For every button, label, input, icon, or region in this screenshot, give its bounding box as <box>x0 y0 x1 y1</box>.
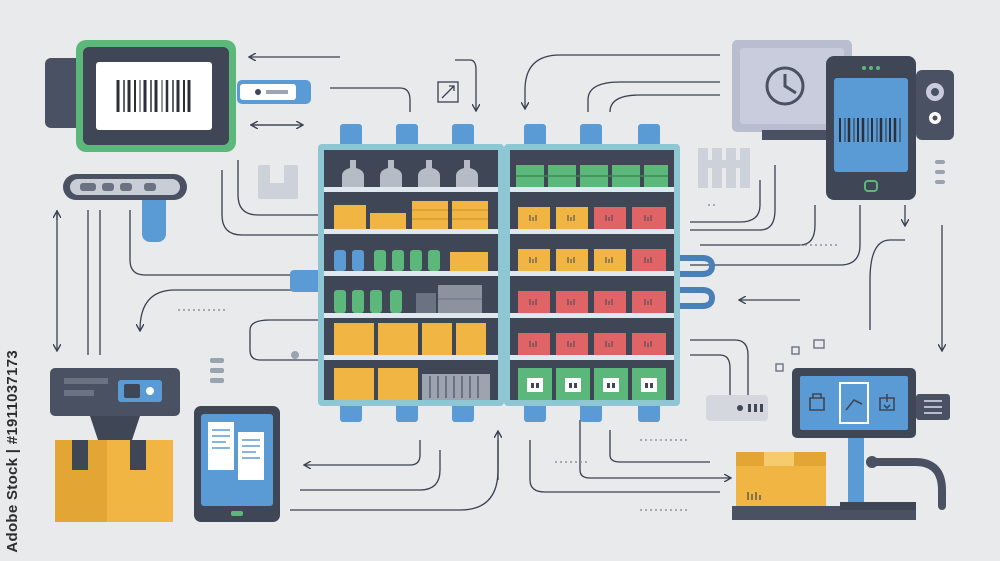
watermark-text: Adobe Stock | #1911037173 <box>4 350 21 553</box>
pos-terminal-icon <box>792 368 950 438</box>
safe-icon <box>732 40 852 140</box>
tick-decorations <box>178 204 837 511</box>
label-printer-icon <box>775 339 825 372</box>
handheld-scanner-icon <box>63 174 187 242</box>
connector-lines <box>57 55 942 511</box>
rfid-wand-icon <box>237 80 311 104</box>
shipping-box-icon <box>55 440 173 522</box>
package-icon <box>258 165 298 199</box>
small-dots <box>210 160 945 383</box>
tablet-document-icon <box>194 406 280 522</box>
storage-shelf-icon <box>290 124 716 422</box>
printer-scanner-icon <box>50 368 180 440</box>
scale-icon <box>732 438 946 520</box>
resize-icon <box>437 81 459 103</box>
tablet-barcode-icon <box>826 56 954 200</box>
barcode-scanner-icon <box>45 40 236 152</box>
shipping-box-icon <box>736 452 826 506</box>
router-icon <box>706 395 768 421</box>
crate-icon <box>698 148 750 188</box>
